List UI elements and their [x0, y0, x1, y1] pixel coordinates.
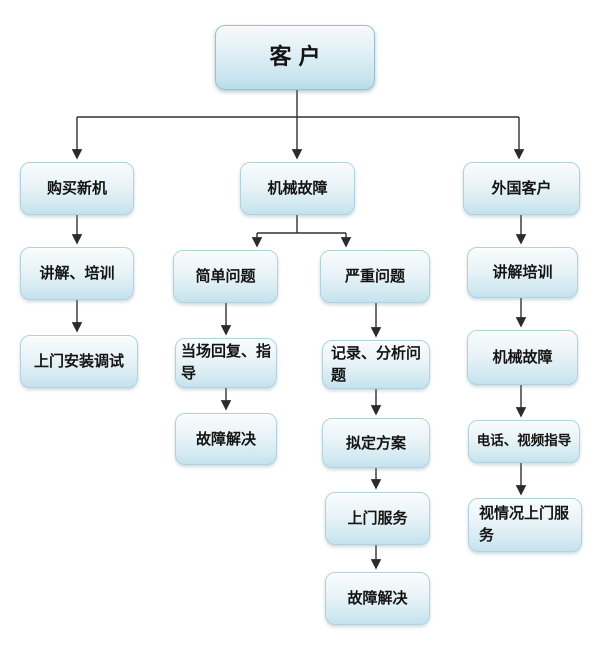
node-customer: 客户: [215, 25, 375, 90]
node-phone-video-guidance: 电话、视频指导: [468, 420, 580, 463]
node-explain-training-right: 讲解培训: [467, 247, 578, 298]
node-onspot-reply-guidance: 当场回复、指导: [175, 338, 277, 388]
node-onsite-install-debug: 上门安装调试: [20, 335, 138, 388]
node-mechanical-fault: 机械故障: [240, 162, 355, 215]
node-simple-problem: 简单问题: [173, 250, 278, 303]
node-fault-resolved-left: 故障解决: [175, 413, 277, 465]
node-record-analyze-problem: 记录、分析问题: [322, 340, 430, 389]
node-foreign-customer: 外国客户: [463, 162, 580, 215]
node-onsite-service: 上门服务: [325, 492, 430, 545]
node-fault-resolved-middle: 故障解决: [325, 572, 430, 625]
node-mechanical-fault-right: 机械故障: [467, 330, 578, 385]
node-buy-new-machine: 购买新机: [20, 162, 134, 215]
node-draft-plan: 拟定方案: [322, 418, 430, 468]
node-explain-training-left: 讲解、培训: [20, 247, 134, 300]
node-situational-onsite-service: 视情况上门服务: [468, 498, 582, 552]
node-serious-problem: 严重问题: [320, 250, 430, 303]
